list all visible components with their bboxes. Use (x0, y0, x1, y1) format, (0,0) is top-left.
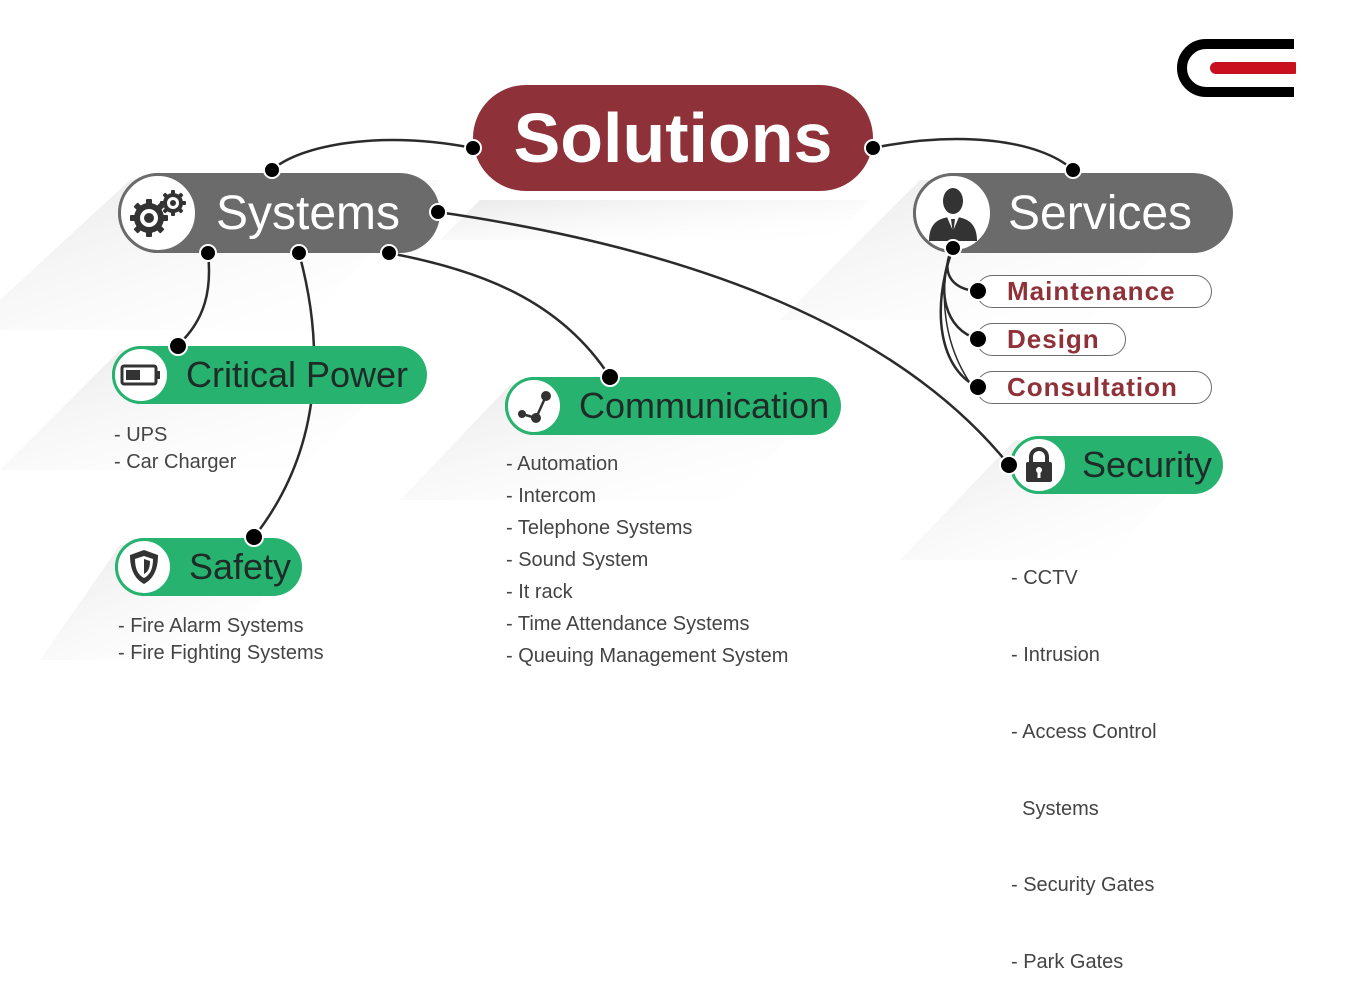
list-item: - It rack (506, 581, 573, 603)
list-item: Systems (1011, 797, 1099, 820)
list-item: - Fire Alarm Systems (118, 615, 304, 637)
list-item: - Intrusion (1011, 643, 1100, 666)
gears-icon (118, 173, 198, 253)
connector-dot (199, 244, 217, 262)
security-node: Security (1010, 436, 1223, 494)
service-item-maintenance: Maintenance (976, 275, 1212, 308)
list-item: - Queuing Management System (506, 645, 789, 667)
list-item: - Security Gates (1011, 874, 1155, 897)
service-item-design: Design (976, 323, 1126, 356)
shield-icon (115, 538, 173, 596)
connector-lines (177, 137, 1074, 538)
list-item: - UPS (114, 424, 168, 446)
connector-dot (968, 281, 988, 301)
critical-power-title: Critical Power (186, 354, 409, 395)
service-item-consultation: Consultation (976, 371, 1212, 404)
list-item: - Intercom (506, 485, 597, 507)
list-item: - Fire Fighting Systems (118, 642, 324, 664)
network-icon (505, 377, 563, 435)
connector-dot (1064, 161, 1082, 179)
communication-list: - Automation - Intercom - Telephone Syst… (506, 448, 788, 672)
connector-dot (429, 203, 447, 221)
service-item-label: Maintenance (1007, 276, 1176, 306)
services-title: Services (1008, 186, 1193, 240)
communication-title: Communication (579, 385, 830, 426)
list-item: - Automation (506, 453, 619, 475)
company-logo-icon (1177, 39, 1296, 97)
systems-title: Systems (216, 186, 401, 240)
connector-dot (999, 455, 1019, 475)
connector-dot (168, 336, 188, 356)
connector-dot (600, 367, 620, 387)
list-item: - Telephone Systems (506, 517, 693, 539)
service-item-label: Consultation (1007, 372, 1178, 402)
critical-power-node: Critical Power (112, 346, 427, 404)
list-item: - Car Charger (114, 451, 237, 473)
communication-node: Communication (505, 377, 841, 435)
list-item: - Access Control (1011, 720, 1157, 743)
connector-dot (263, 161, 281, 179)
systems-node: Systems (118, 173, 440, 253)
service-item-label: Design (1007, 324, 1100, 354)
connector-dot (864, 139, 882, 157)
security-list: - CCTV - Intrusion - Access Control Syst… (1011, 515, 1157, 1001)
connector-dot (244, 527, 264, 547)
list-item: - Sound System (506, 549, 649, 571)
security-title: Security (1082, 444, 1213, 485)
solutions-title: Solutions (513, 99, 833, 177)
connector-dot (944, 239, 962, 257)
list-item: - Time Attendance Systems (506, 613, 750, 635)
safety-node: Safety (115, 538, 302, 596)
safety-list: - Fire Alarm Systems - Fire Fighting Sys… (118, 613, 324, 667)
solutions-node: Solutions (473, 85, 873, 191)
connector-dot (380, 244, 398, 262)
critical-power-list: - UPS - Car Charger (114, 422, 236, 476)
connector-dot (968, 329, 988, 349)
connector-dot (464, 139, 482, 157)
safety-title: Safety (189, 546, 292, 587)
services-node: Services (913, 173, 1233, 253)
connector-dot (968, 377, 988, 397)
list-item: - Park Gates (1011, 951, 1124, 974)
battery-icon (112, 346, 170, 404)
connector-dot (290, 244, 308, 262)
list-item: - CCTV (1011, 567, 1078, 590)
